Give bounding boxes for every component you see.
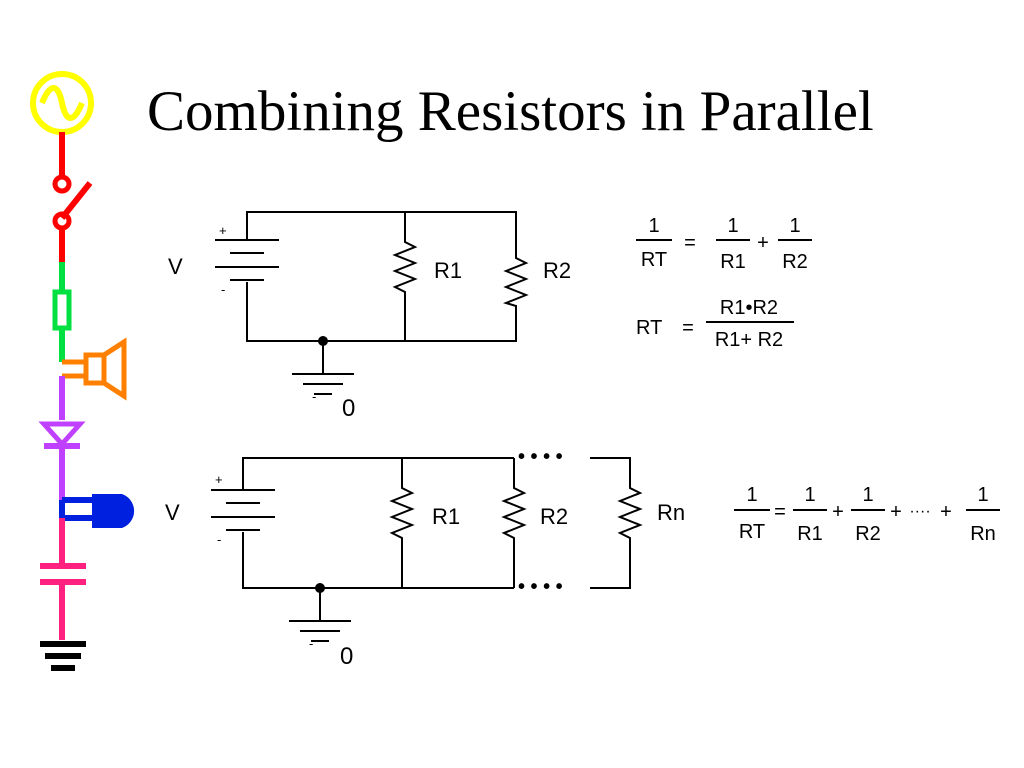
ground-label: 0 <box>340 643 353 670</box>
plus-sign: + <box>757 232 769 254</box>
ground-minus: - <box>309 636 313 651</box>
formula-product-over-sum: RT = R1•R2 R1+ R2 <box>636 297 794 351</box>
ellipsis: ···· <box>909 503 930 520</box>
source-label: V <box>165 500 180 525</box>
fraction-num: 1 <box>648 215 659 237</box>
r2-label: R2 <box>540 504 568 529</box>
ground-symbol <box>289 620 351 642</box>
ground-minus: - <box>312 389 316 404</box>
resistor-rn <box>617 484 643 546</box>
capacitor-icon <box>40 518 86 640</box>
plus-sign: + <box>890 501 902 523</box>
resistor-r2 <box>501 484 527 546</box>
fraction-den: R1 <box>720 251 746 273</box>
fraction-den: RT <box>739 521 765 543</box>
resistor-r1 <box>389 484 415 546</box>
fraction-den: RT <box>641 249 667 271</box>
battery-symbol <box>215 239 279 281</box>
fraction-num: 1 <box>789 215 800 237</box>
diode-icon <box>38 376 86 500</box>
battery-minus: - <box>221 282 225 297</box>
resistor-r2 <box>502 255 529 307</box>
formula-reciprocal-n: 1 RT = 1 R1 + 1 R2 + ···· + 1 Rn <box>734 484 1000 545</box>
fraction-den: R2 <box>855 523 881 545</box>
fraction-den: R1 <box>797 523 823 545</box>
battery-symbol <box>211 489 275 531</box>
r2-label: R2 <box>543 258 571 283</box>
battery-minus: - <box>217 532 221 547</box>
equals-sign: = <box>684 232 696 254</box>
fraction-den: R1+ R2 <box>715 329 783 351</box>
equals-sign: = <box>774 501 786 523</box>
r1-label: R1 <box>432 504 460 529</box>
equals-sign: = <box>682 317 694 339</box>
source-label: V <box>168 254 183 279</box>
dots-top: • • • • <box>518 446 563 468</box>
plus-sign: + <box>832 501 844 523</box>
fuse-icon <box>52 262 72 362</box>
fraction-num: 1 <box>746 484 757 506</box>
formula-reciprocal-two: 1 RT = 1 R1 + 1 R2 <box>636 215 812 273</box>
ground-icon <box>40 641 86 671</box>
speaker-icon <box>62 337 127 401</box>
battery-plus: + <box>215 472 223 487</box>
fraction-num: 1 <box>862 484 873 506</box>
fraction-num: 1 <box>727 215 738 237</box>
bottom-circuit: • • • • • • • • + - V R1 R2 Rn <box>165 446 685 670</box>
fraction-num: R1•R2 <box>720 297 778 319</box>
fraction-num: 1 <box>804 484 815 506</box>
rn-label: Rn <box>657 500 685 525</box>
ground-symbol <box>292 373 354 395</box>
battery-plus: + <box>219 223 227 238</box>
fraction-den: Rn <box>970 523 996 545</box>
rt-label: RT <box>636 317 662 339</box>
component-strip <box>30 71 135 671</box>
dots-bottom: • • • • <box>518 576 563 598</box>
plus-sign: + <box>940 501 952 523</box>
r1-label: R1 <box>434 258 462 283</box>
top-circuit: + - V R1 R2 - 0 <box>168 211 571 422</box>
resistor-r1 <box>392 238 418 300</box>
ground-label: 0 <box>342 395 355 422</box>
switch-icon <box>52 132 93 262</box>
slide-title: Combining Resistors in Parallel <box>147 80 874 143</box>
fraction-num: 1 <box>977 484 988 506</box>
fraction-den: R2 <box>782 251 808 273</box>
lamp-icon <box>59 494 135 528</box>
